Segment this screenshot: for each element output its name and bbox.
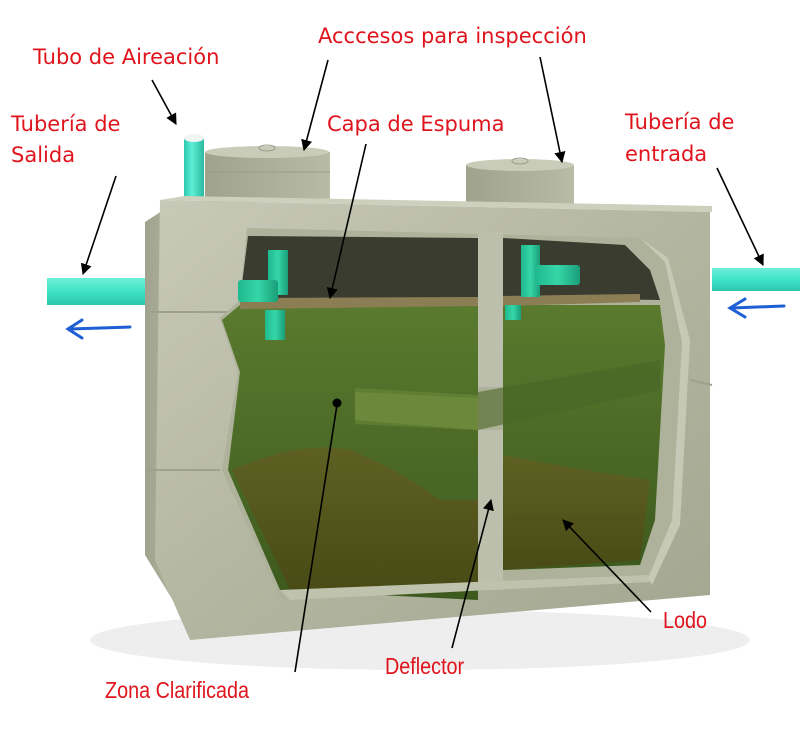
- inspection-access-right: [466, 157, 574, 205]
- arrow-sludge: [562, 519, 652, 613]
- tank-body: [145, 196, 713, 640]
- label-outlet-pipe-line2: Salida: [11, 143, 76, 167]
- label-sludge: Lodo: [663, 607, 708, 633]
- outlet-flow-arrow-icon: [65, 318, 132, 340]
- inspection-access-left: [205, 144, 330, 202]
- arrow-deflector: [451, 498, 494, 649]
- inlet-tee-pipe: [505, 245, 580, 320]
- inlet-pipe: [712, 268, 800, 291]
- label-outlet-pipe-line1: Tubería de: [11, 112, 121, 136]
- label-aeration-pipe: Tubo de Aireación: [33, 45, 220, 69]
- label-scum-layer: Capa de Espuma: [327, 112, 505, 136]
- outlet-tee-pipe: [238, 250, 288, 340]
- label-deflector: Deflector: [385, 653, 465, 679]
- arrow-scum-layer: [326, 143, 367, 300]
- aeration-pipe: [184, 134, 204, 198]
- label-clarified-zone: Zona Clarificada: [105, 677, 250, 703]
- inlet-flow-arrow-icon: [727, 297, 786, 319]
- arrow-aeration-pipe: [151, 79, 177, 125]
- label-inspection-access: Acccesos para inspección: [318, 24, 587, 48]
- arrow-outlet-pipe: [80, 175, 117, 276]
- arrow-inspection-access-right: [539, 56, 566, 164]
- label-inlet-pipe-line1: Tubería de: [625, 110, 735, 134]
- arrow-inspection-access-left: [301, 59, 329, 152]
- flow-arrows: [65, 297, 786, 340]
- line-clarified-zone: [294, 404, 338, 673]
- arrow-inlet-pipe: [716, 167, 764, 267]
- pointer-lines: [80, 56, 764, 673]
- label-inlet-pipe-line2: entrada: [625, 142, 708, 166]
